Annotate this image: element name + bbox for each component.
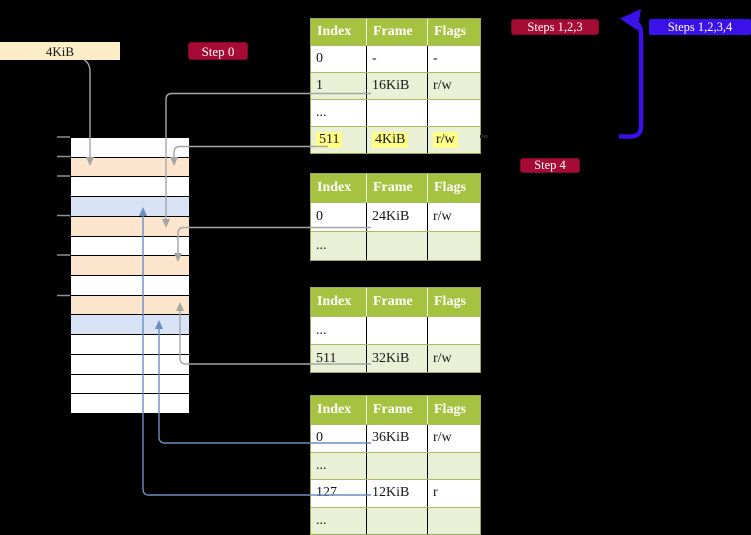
table-row: 511 4KiB r/w [311,126,480,153]
memory-row-white [71,176,189,197]
table-cell: r [433,485,438,501]
table-cell [367,232,428,260]
memory-tick-marks [57,136,70,297]
table-header-cell: Flags [434,24,466,39]
table-header-cell: Index [311,19,367,45]
frame-size-label: 4KiB [0,42,120,60]
memory-row-peach [71,156,189,177]
table-cell: 36KiB [367,425,428,452]
table-cell: 0 [311,46,367,72]
table-cell [367,452,428,480]
physical-memory-column [70,137,190,414]
table-row: 0-- [311,45,480,72]
table-cell: ... [311,232,367,260]
table-cell [428,317,480,344]
table-cell: ... [311,452,367,480]
step-0-label: Step 0 [188,42,248,60]
table-cell: 12KiB [367,480,428,507]
table-row: ... [311,451,480,480]
table-header-cell: Index [311,396,367,424]
table-header-cell: Flags [434,180,466,195]
table-header-cell: Index [311,174,367,202]
table-cell [428,100,480,126]
table-row: ... [311,99,480,126]
table-cell: 24KiB [367,203,428,231]
table-row: ... [311,231,480,260]
table-cell: 4KiB [367,127,428,153]
table-header-cell: Index [311,288,367,316]
table-cell: 16KiB [367,73,428,99]
highlighted-value: r/w [433,132,458,148]
table-header-cell: Flags [434,294,466,309]
table-cell: 127 [311,480,367,507]
table-cell: ... [311,507,367,535]
table-cell: 511 [311,127,367,153]
table-cell: r/w [433,350,452,366]
highlighted-value: 511 [316,132,343,148]
table-cell: r/w [428,127,480,153]
memory-row-peach [71,294,189,315]
table-cell: r/w [433,209,452,224]
table-header-cell: Frame [367,19,428,45]
table-cell [428,508,480,535]
connector-4kib-entry [170,145,328,166]
memory-row-white [71,138,189,157]
memory-row-white [71,235,189,256]
table-cell: 32KiB [367,345,428,372]
table-cell [428,453,480,480]
table-cell: r/w [433,430,452,446]
table-cell: ... [311,100,367,126]
table-header-cell: Flags [434,402,466,417]
table-cell: - [433,51,438,66]
table-cell [428,232,480,260]
memory-row-white [71,334,189,354]
table-cell: 0 [311,425,367,452]
table-row: ... [311,506,480,535]
table-header-cell: Frame [367,396,428,424]
table-cell: ... [311,317,367,344]
table-cell: - [367,46,428,72]
table-cell: 1 [311,73,367,99]
table-cell [367,100,428,126]
table-cell: 0 [311,203,367,231]
memory-row-peach [71,255,189,276]
memory-row-white [71,353,189,374]
table-cell: r/w [433,78,452,93]
table-header-cell: Frame [367,174,428,202]
memory-row-white [71,393,189,414]
steps-123-label: Steps 1,2,3 [511,19,599,35]
table-header-cell: Frame [367,288,428,316]
loop-back-arrow [619,9,644,139]
memory-row-white [71,373,189,394]
table-row: ... [311,316,480,344]
memory-row-blue [71,196,189,216]
memory-row-white [71,275,189,295]
highlighted-value: 4KiB [372,132,409,148]
memory-row-blue [71,314,189,335]
step-4-label: Step 4 [520,158,580,173]
steps-1234-label: Steps 1,2,3,4 [649,19,751,35]
memory-row-peach [71,215,189,236]
table-cell [367,317,428,344]
table-cell: 511 [311,345,367,372]
table-cell [367,507,428,535]
